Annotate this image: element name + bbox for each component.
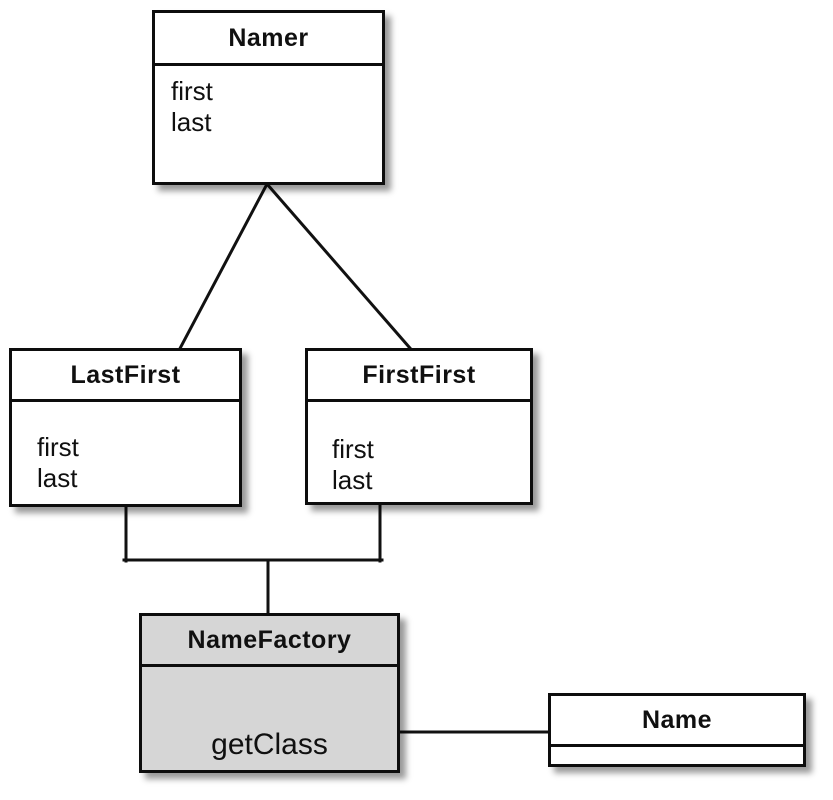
member-firstfirst-first: first: [332, 434, 374, 464]
class-box-namefactory: NameFactory getClass: [139, 613, 400, 773]
class-members-name: [551, 747, 803, 764]
member-lastfirst-last: last: [37, 462, 78, 493]
member-namer-last: last: [171, 106, 212, 137]
member-lastfirst-first: first: [37, 432, 79, 462]
class-box-namer: Namer first last: [152, 10, 385, 185]
class-title-name: Name: [551, 696, 803, 747]
class-title-firstfirst: FirstFirst: [308, 351, 530, 402]
edge-lastfirst-to-namer: [173, 181, 270, 359]
member-namer-first: first: [171, 76, 213, 106]
class-title-namefactory: NameFactory: [142, 616, 397, 667]
class-members-lastfirst: first last: [12, 402, 239, 504]
member-firstfirst-last: last: [332, 464, 373, 495]
class-members-firstfirst: first last: [308, 402, 530, 502]
class-members-namer: first last: [155, 66, 382, 182]
class-title-lastfirst: LastFirst: [12, 351, 239, 402]
class-box-lastfirst: LastFirst first last: [9, 348, 242, 507]
class-title-namer: Namer: [155, 13, 382, 66]
member-namefactory-getclass: getClass: [211, 727, 328, 761]
class-box-name: Name: [548, 693, 806, 767]
edge-firstfirst-to-namer: [264, 181, 419, 358]
class-box-firstfirst: FirstFirst first last: [305, 348, 533, 505]
class-members-namefactory: getClass: [142, 667, 397, 770]
